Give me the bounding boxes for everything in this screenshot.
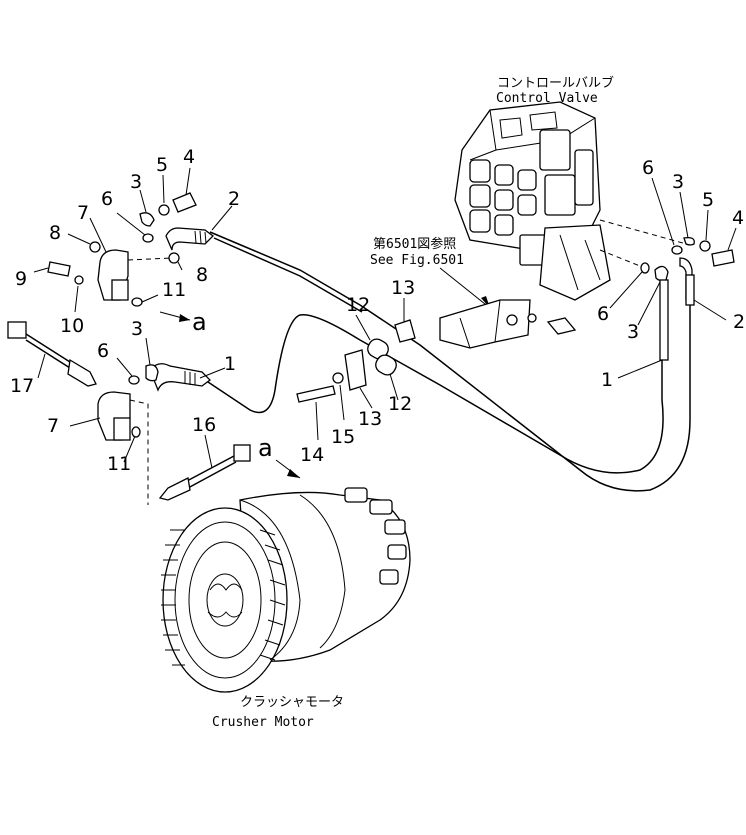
adapter-7-bot-face: [113, 417, 131, 441]
small-bolt: [546, 317, 577, 335]
coupling-12-top: [367, 338, 389, 360]
callout-10: 10: [60, 315, 84, 337]
ref-a2: a: [258, 434, 273, 462]
callout-1-left: 1: [224, 353, 236, 375]
callout-7-bot: 7: [47, 415, 59, 437]
plug-8-left: [89, 241, 101, 253]
callout-13-top: 13: [391, 277, 415, 299]
callout-7-top: 7: [77, 202, 89, 224]
callout-3-right-bot: 3: [627, 321, 639, 343]
clamp-3-mid: [145, 364, 159, 382]
leader-lines: [33, 167, 737, 469]
adapter-7-top-face: [111, 279, 129, 301]
callout-4-left: 4: [183, 146, 195, 168]
callout-17: 17: [10, 375, 34, 397]
callout-8-left: 8: [49, 222, 61, 244]
clamp-3-top: [139, 212, 155, 227]
plug-8-right: [168, 252, 180, 264]
clamp-13-bot: [344, 349, 367, 391]
callout-15: 15: [331, 426, 355, 448]
control-valve-jp-label: コントロールバルブ: [497, 75, 614, 91]
control-valve-label: Control Valve: [496, 91, 598, 106]
callout-3-right-top: 3: [672, 171, 684, 193]
crusher-motor: [161, 487, 411, 693]
callout-16: 16: [192, 414, 216, 436]
crusher-motor-label: Crusher Motor: [212, 715, 314, 730]
ref-a1-arrow: [179, 314, 190, 322]
hose-2: [209, 231, 691, 492]
see-fig-label: See Fig.6501: [370, 253, 464, 268]
callout-11-bot: 11: [107, 453, 131, 475]
crusher-motor-jp-label: クラッシャモータ: [240, 695, 344, 710]
callout-13-bot: 13: [358, 408, 382, 430]
hose-1: [204, 280, 664, 474]
washer-10: [74, 275, 84, 285]
callout-6-right-bot: 6: [597, 303, 609, 325]
see-fig-jp-label: 第6501図参照: [373, 236, 456, 252]
callout-2-right: 2: [733, 311, 745, 333]
o-ring-right-bot: [640, 262, 650, 274]
callout-12-top: 12: [346, 294, 370, 316]
bolt-14: [296, 385, 336, 403]
callout-4-right: 4: [732, 207, 744, 229]
sensor-16: [158, 444, 251, 501]
callout-12-bot: 12: [388, 393, 412, 415]
hose-2-fitting: [165, 227, 214, 251]
clamp-right-top: [683, 236, 695, 246]
dashed-guide-right-2: [599, 249, 641, 267]
callout-6-mid: 6: [97, 340, 109, 362]
callout-14: 14: [300, 444, 324, 466]
callout-6-right-top: 6: [642, 157, 654, 179]
bolt-9: [47, 261, 71, 277]
hose-1-fitting: [149, 363, 211, 392]
washer-right: [699, 240, 711, 252]
ref-a2-arrow: [287, 469, 300, 478]
callout-3-top: 3: [130, 171, 142, 193]
small-washer: [527, 313, 537, 323]
callout-1-right: 1: [601, 369, 613, 391]
hose-1-sleeve: [659, 279, 669, 361]
ref-a1: a: [192, 308, 207, 336]
dashed-guide-left: [127, 257, 173, 261]
callout-5-right: 5: [702, 189, 714, 211]
callout-6-top: 6: [101, 188, 113, 210]
o-ring-right-top: [671, 245, 683, 255]
see-fig-leader: [439, 267, 491, 309]
dashed-guide-left-2: [129, 399, 149, 505]
callout-3-mid: 3: [131, 318, 143, 340]
control-valve: [454, 101, 611, 301]
bolt-4-left: [172, 192, 197, 213]
callout-2-left: 2: [228, 188, 240, 210]
o-ring-11-top: [131, 297, 143, 307]
o-ring-6-mid: [128, 375, 140, 385]
bolt-right: [711, 249, 735, 267]
clamp-13-top: [394, 319, 416, 343]
o-ring-6-top: [142, 233, 154, 243]
hose-2-inner: [213, 237, 363, 313]
hose-2-sleeve: [685, 274, 695, 306]
dashed-guide-right: [599, 219, 691, 246]
coupling-12-bot: [375, 354, 397, 376]
callout-11-top: 11: [162, 279, 186, 301]
washer-15: [332, 372, 344, 384]
o-ring-11-bot: [131, 426, 141, 438]
callout-8-right: 8: [196, 264, 208, 286]
callout-9: 9: [15, 268, 27, 290]
callout-5-left: 5: [156, 154, 168, 176]
sensor-17: [7, 321, 97, 387]
mounting-bracket: [439, 299, 531, 349]
washer-5-left: [158, 204, 170, 216]
elbow-right: [654, 265, 669, 282]
